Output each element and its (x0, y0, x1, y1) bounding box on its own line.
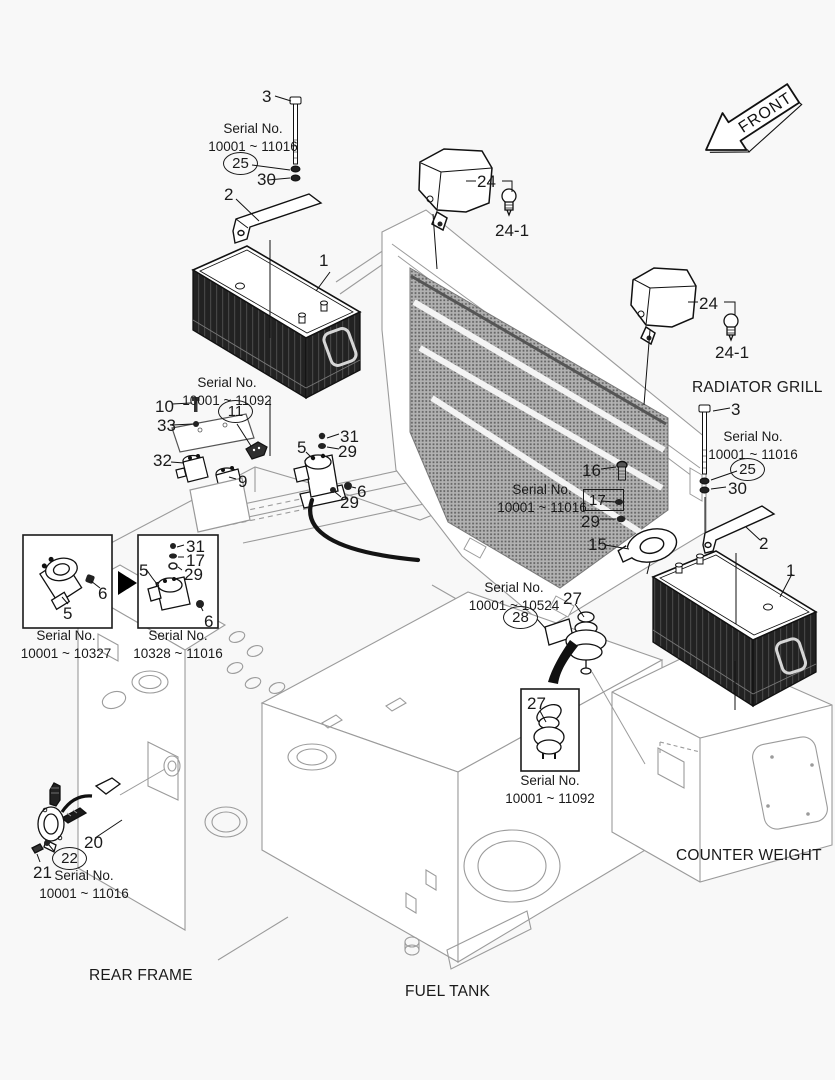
serial-note-inset-late: Serial No. 10328 ~ 11016 (133, 628, 223, 661)
label-rear-frame: REAR FRAME (89, 967, 193, 984)
relay-bracket-cluster (171, 397, 268, 533)
callout-25-right: 25 (730, 458, 765, 481)
callout-21: 21 (33, 863, 52, 882)
horn-27-illustration (544, 611, 607, 675)
battery-bracket-right (702, 505, 776, 554)
serial-note-horn-early: Serial No. 10001 ~ 10524 (468, 580, 560, 613)
callout-5-inset-late: 5 (139, 561, 149, 580)
serial-note-wiring-switch: Serial No. 10001 ~ 11016 (39, 868, 129, 901)
callout-29-center-bottom: 29 (340, 493, 359, 512)
serial-note-horn-switch: Serial No. 10001 ~ 11016 (497, 482, 587, 515)
callout-20: 20 (84, 833, 103, 852)
radiator-grill-illustration (381, 209, 707, 629)
callout-17-boxed: 17 (583, 489, 624, 511)
callout-2-right: 2 (759, 534, 769, 553)
detail-arrow (548, 640, 578, 684)
callout-27-inset: 27 (527, 694, 546, 713)
headlamp-front-icon (418, 148, 493, 232)
inset-box-relay-late (137, 534, 219, 629)
callout-33: 33 (157, 416, 176, 435)
callout-17-inset-late: 17 (186, 551, 205, 570)
headlamp-rear-icon (630, 267, 697, 346)
callout-1-right: 1 (786, 561, 796, 580)
callout-10: 10 (155, 397, 174, 416)
label-counter-weight: COUNTER WEIGHT (676, 847, 822, 864)
callout-3-right: 3 (731, 400, 741, 419)
callout-32: 32 (153, 451, 172, 470)
callout-28: 28 (503, 606, 538, 629)
callout-15: 15 (588, 535, 607, 554)
callout-3-left: 3 (262, 87, 272, 106)
callout-2-left: 2 (224, 185, 234, 204)
callout-11: 11 (218, 400, 253, 423)
callout-5-inset-early: 5 (63, 604, 73, 623)
inset-box-relay-early (22, 534, 113, 629)
callout-9: 9 (238, 472, 248, 491)
serial-note-horn-late: Serial No. 10001 ~ 11092 (505, 773, 595, 806)
callout-30-left: 30 (257, 170, 276, 189)
serial-note-battery-left: Serial No. 10001 ~ 11016 (208, 121, 298, 154)
bulb-front-icon (501, 188, 517, 217)
callout-22: 22 (52, 847, 87, 870)
inset-box-horn-late (520, 688, 580, 772)
callout-24-front: 24 (477, 172, 496, 191)
callout-6-inset-early: 6 (98, 584, 108, 603)
callout-29-inset-late: 29 (184, 565, 203, 584)
callout-24-rear: 24 (699, 294, 718, 313)
callout-24-1-rear: 24-1 (715, 343, 750, 362)
label-fuel-tank: FUEL TANK (405, 983, 491, 1000)
callout-30-right: 30 (728, 479, 747, 498)
arrow-between-insets (118, 571, 137, 595)
battery-bracket-left (232, 193, 323, 244)
serial-note-battery-right: Serial No. 10001 ~ 11016 (708, 429, 798, 462)
serial-note-inset-early: Serial No. 10001 ~ 10327 (20, 628, 112, 661)
horn-15-illustration (615, 460, 678, 575)
callout-25-left: 25 (223, 152, 258, 175)
callout-31-center: 31 (340, 427, 359, 446)
callout-29-horn: 29 (581, 512, 600, 531)
callout-5-center: 5 (297, 438, 307, 457)
battery-cable (308, 497, 421, 563)
bolt-right (698, 404, 711, 494)
callout-29-center-top: 29 (338, 442, 357, 461)
front-direction-arrow: FRONT (705, 83, 803, 153)
wiring-switch-illustration (31, 768, 166, 854)
label-radiator-grill: RADIATOR GRILL (692, 379, 823, 396)
callout-1-left: 1 (319, 251, 329, 270)
leader-lines (36, 95, 793, 863)
callout-27: 27 (563, 589, 582, 608)
battery-right-illustration (651, 550, 818, 708)
callout-16: 16 (582, 461, 601, 480)
callout-24-1-front: 24-1 (495, 221, 530, 240)
callout-31-inset-late: 31 (186, 537, 205, 556)
bolt-left (289, 96, 302, 182)
callout-6-inset-late: 6 (204, 612, 214, 631)
battery-left-illustration (191, 245, 362, 400)
bulb-rear-icon (723, 313, 739, 342)
callout-6-center: 6 (357, 482, 367, 501)
